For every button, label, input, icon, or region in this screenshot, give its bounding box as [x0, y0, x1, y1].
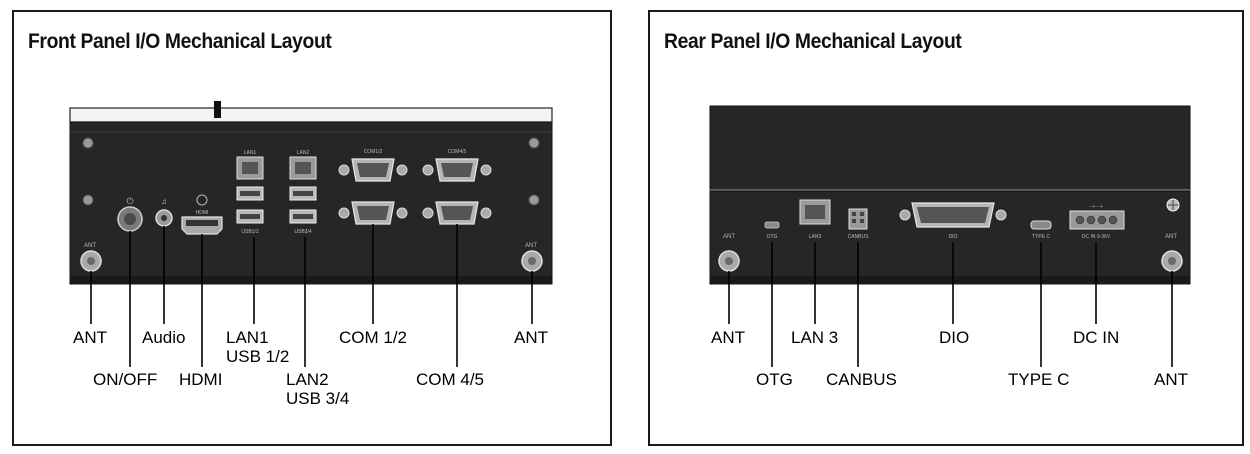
front-panel-title: Front Panel I/O Mechanical Layout: [28, 30, 332, 53]
front-panel: Front Panel I/O Mechanical Layout ANT AN…: [12, 10, 612, 446]
callout-on-off: ON/OFF: [93, 370, 158, 389]
callout-canbus: CANBUS: [826, 370, 897, 389]
front-ant-right-text: ANT: [525, 243, 537, 249]
typec-port: [1030, 220, 1052, 230]
callout-lan1-line1: LAN1: [226, 328, 269, 347]
com12-text: COM1/2: [364, 149, 383, 155]
callout-ant-left: ANT: [73, 328, 107, 347]
front-panel-diagram: ANT ANT ⏻ ♫ HDMI LAN1 USB1/2 LAN2: [69, 101, 553, 367]
callout-lan2-line1: LAN2: [286, 370, 329, 389]
callout-hdmi: HDMI: [179, 370, 223, 389]
callout-lan1-usb12: LAN1 USB 1/2: [226, 328, 289, 366]
front-cover-tab: [214, 101, 221, 118]
callout-typec: TYPE C: [1008, 370, 1070, 389]
dio-text: DIO: [949, 234, 958, 240]
rear-ant-right-text: ANT: [1165, 234, 1177, 240]
callout-audio: Audio: [142, 328, 186, 347]
dcin-text: DC IN 9-36V: [1082, 234, 1111, 240]
callout-dio: DIO: [939, 328, 970, 347]
callout-ant-right: ANT: [514, 328, 548, 347]
lan3-text: LAN3: [809, 234, 822, 240]
power-symbol: ⏻: [126, 196, 133, 206]
screw: [82, 137, 94, 149]
callout-lan1-line2: USB 1/2: [226, 347, 290, 366]
com1-port: [338, 158, 408, 182]
lan1-text: LAN1: [244, 150, 257, 156]
rear-ant-left-text: ANT: [723, 234, 735, 240]
callout-otg: OTG: [756, 370, 793, 389]
rear-leader-lines: [728, 242, 1173, 367]
com5-port: [422, 201, 492, 225]
callout-rear-ant-right: ANT: [1154, 370, 1188, 389]
usb34-text: USB3/4: [294, 229, 311, 235]
callout-com45: COM 4/5: [416, 370, 485, 389]
typec-text: TYPE C: [1032, 234, 1050, 240]
otg-port: [764, 221, 780, 229]
otg-text: OTG: [767, 234, 778, 240]
dc-pins-text: - + - +: [1089, 204, 1102, 210]
callout-com12: COM 1/2: [339, 328, 408, 347]
front-ant-left-text: ANT: [84, 243, 96, 249]
callout-rear-ant-left: ANT: [711, 328, 745, 347]
front-top-cover: [69, 107, 553, 123]
hdmi-text: HDMI: [196, 210, 209, 216]
com4-port: [422, 158, 492, 182]
callout-lan3: LAN 3: [791, 328, 839, 347]
rear-chassis-top: [709, 105, 1191, 191]
canbus-port: [848, 208, 868, 230]
screw: [82, 194, 94, 206]
lan2-text: LAN2: [297, 150, 310, 156]
dio-port: [899, 202, 1007, 228]
rear-panel: Rear Panel I/O Mechanical Layout ANT ANT…: [648, 10, 1244, 446]
canbus-text: CANBUS: [848, 234, 870, 240]
dcin-terminal: [1069, 210, 1125, 230]
com45-text: COM4/5: [448, 149, 467, 155]
rear-panel-title: Rear Panel I/O Mechanical Layout: [664, 30, 962, 53]
front-chassis-bottom: [70, 276, 552, 284]
screw: [528, 137, 540, 149]
audio-symbol: ♫: [161, 197, 167, 206]
usb12-text: USB1/2: [241, 229, 258, 235]
callout-lan2-usb34: LAN2 USB 3/4: [286, 370, 349, 408]
front-leader-lines: [90, 224, 533, 367]
callout-lan2-line2: USB 3/4: [286, 389, 350, 408]
com2-port: [338, 201, 408, 225]
screw: [528, 194, 540, 206]
rear-chassis-bottom: [710, 276, 1190, 284]
front-screws: [82, 137, 540, 206]
callout-dcin: DC IN: [1073, 328, 1120, 347]
front-chassis: [69, 121, 553, 285]
rear-panel-diagram: ANT ANT OTG LAN3 CANBUS DIO TYPE C: [709, 105, 1191, 367]
hdmi-icon: [196, 194, 208, 206]
